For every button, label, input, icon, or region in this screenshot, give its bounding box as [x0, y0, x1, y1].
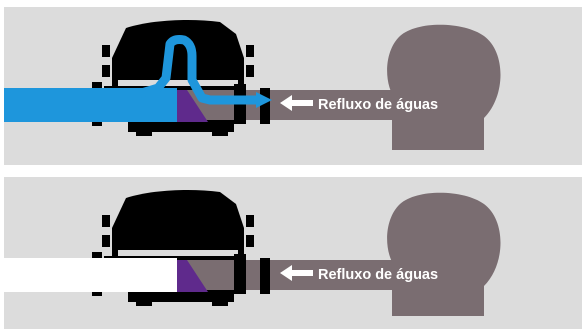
backflow-label: Refluxo de águas: [318, 267, 438, 283]
flow-path: [136, 35, 258, 105]
panel-flowing: Refluxo de águas: [4, 7, 582, 165]
valve-flap: [177, 260, 208, 292]
backflow-reservoir: [387, 24, 501, 151]
backflow-label: Refluxo de águas: [318, 97, 438, 113]
panel-empty: Refluxo de águas: [4, 177, 582, 329]
valve-flap: [177, 90, 208, 122]
inlet-pipe-empty: [4, 258, 177, 292]
backflow-reservoir: [387, 192, 501, 316]
backflow-arrow-icon: [280, 265, 313, 281]
flow-arrowhead: [256, 92, 272, 108]
backflow-arrow-icon: [280, 95, 313, 111]
